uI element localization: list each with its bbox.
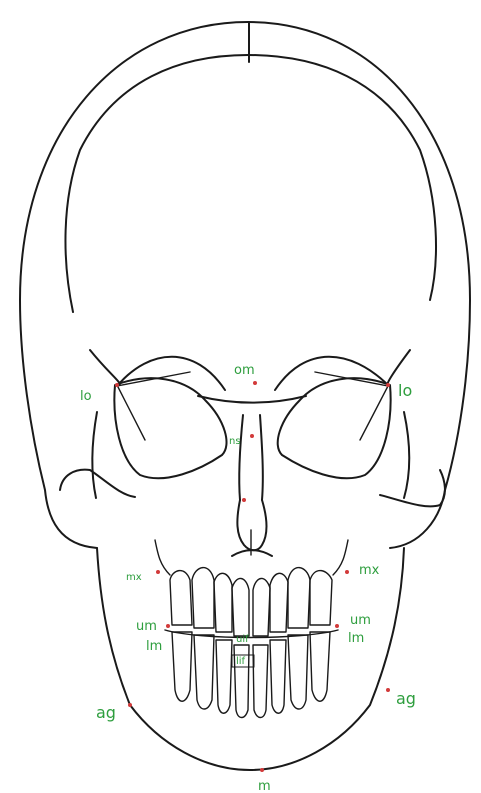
- landmark-ag-left: [128, 703, 132, 707]
- left-supraorbital-ridge: [90, 350, 225, 390]
- landmark-points: [115, 381, 390, 772]
- lower-tooth: [216, 640, 232, 713]
- nasal-aperture: [237, 500, 266, 550]
- label-ag-left: ag: [96, 703, 116, 722]
- upper-tooth: [170, 571, 192, 625]
- landmark-um-left: [166, 624, 170, 628]
- left-orbit-accent: [117, 385, 145, 440]
- label-mx-left: mx: [126, 572, 142, 583]
- upper-tooth: [270, 573, 288, 632]
- label-lo-right: lo: [398, 381, 412, 400]
- nasal-bone-right: [260, 415, 263, 500]
- glabella-line: [198, 396, 306, 403]
- upper-incisor: [253, 578, 270, 636]
- upper-incisor: [232, 578, 249, 636]
- right-orbit: [278, 378, 391, 478]
- occlusal-line: [165, 630, 338, 638]
- right-maxillary-contour: [333, 540, 348, 575]
- lower-tooth: [288, 635, 308, 709]
- lower-tooth: [194, 635, 214, 709]
- nasal-spine: [232, 550, 272, 556]
- nasal-bone-left: [239, 415, 243, 500]
- label-om: om: [234, 363, 255, 378]
- landmark-mx-right: [345, 570, 349, 574]
- landmark-nasal: [242, 498, 246, 502]
- mandible-outline: [97, 548, 404, 770]
- left-zygomatic-outline: [60, 470, 135, 497]
- label-ag-right: ag: [396, 689, 416, 708]
- upper-tooth: [214, 573, 232, 632]
- landmark-mx-left: [156, 570, 160, 574]
- landmark-ns: [250, 434, 254, 438]
- right-temporal-line: [404, 412, 409, 498]
- left-orbit: [114, 378, 226, 478]
- label-lm-left: lm: [146, 639, 162, 654]
- label-ns: ns: [229, 436, 241, 447]
- upper-teeth: [170, 568, 332, 636]
- lower-tooth: [172, 632, 192, 701]
- lower-tooth: [310, 632, 330, 701]
- right-zygomatic-outline: [380, 470, 445, 506]
- label-mx-right: mx: [359, 563, 380, 578]
- landmark-lo-right: [386, 383, 390, 387]
- label-lif: lif: [236, 656, 246, 667]
- left-temporal-line: [92, 412, 97, 498]
- upper-tooth: [310, 571, 332, 625]
- landmark-ag-right: [386, 688, 390, 692]
- label-lm-right: lm: [348, 631, 364, 646]
- label-m: m: [258, 779, 271, 793]
- lower-incisor: [253, 645, 268, 718]
- landmark-lo-left: [115, 383, 119, 387]
- label-um-left: um: [136, 619, 157, 634]
- landmark-labels: om lo lo ns mx mx um um lm lm uif lif ag…: [80, 363, 416, 793]
- label-um-right: um: [350, 613, 371, 628]
- lower-tooth: [270, 640, 286, 713]
- upper-tooth: [288, 568, 310, 628]
- left-maxillary-contour: [155, 540, 170, 575]
- landmark-m: [260, 768, 264, 772]
- landmark-om: [253, 381, 257, 385]
- lower-teeth: [172, 632, 330, 718]
- upper-tooth: [192, 568, 214, 628]
- right-orbit-accent: [360, 386, 388, 440]
- label-uif: uif: [236, 634, 249, 645]
- landmark-um-right: [335, 624, 339, 628]
- label-lo-left: lo: [80, 389, 92, 404]
- cranium-inner-outline: [65, 55, 436, 312]
